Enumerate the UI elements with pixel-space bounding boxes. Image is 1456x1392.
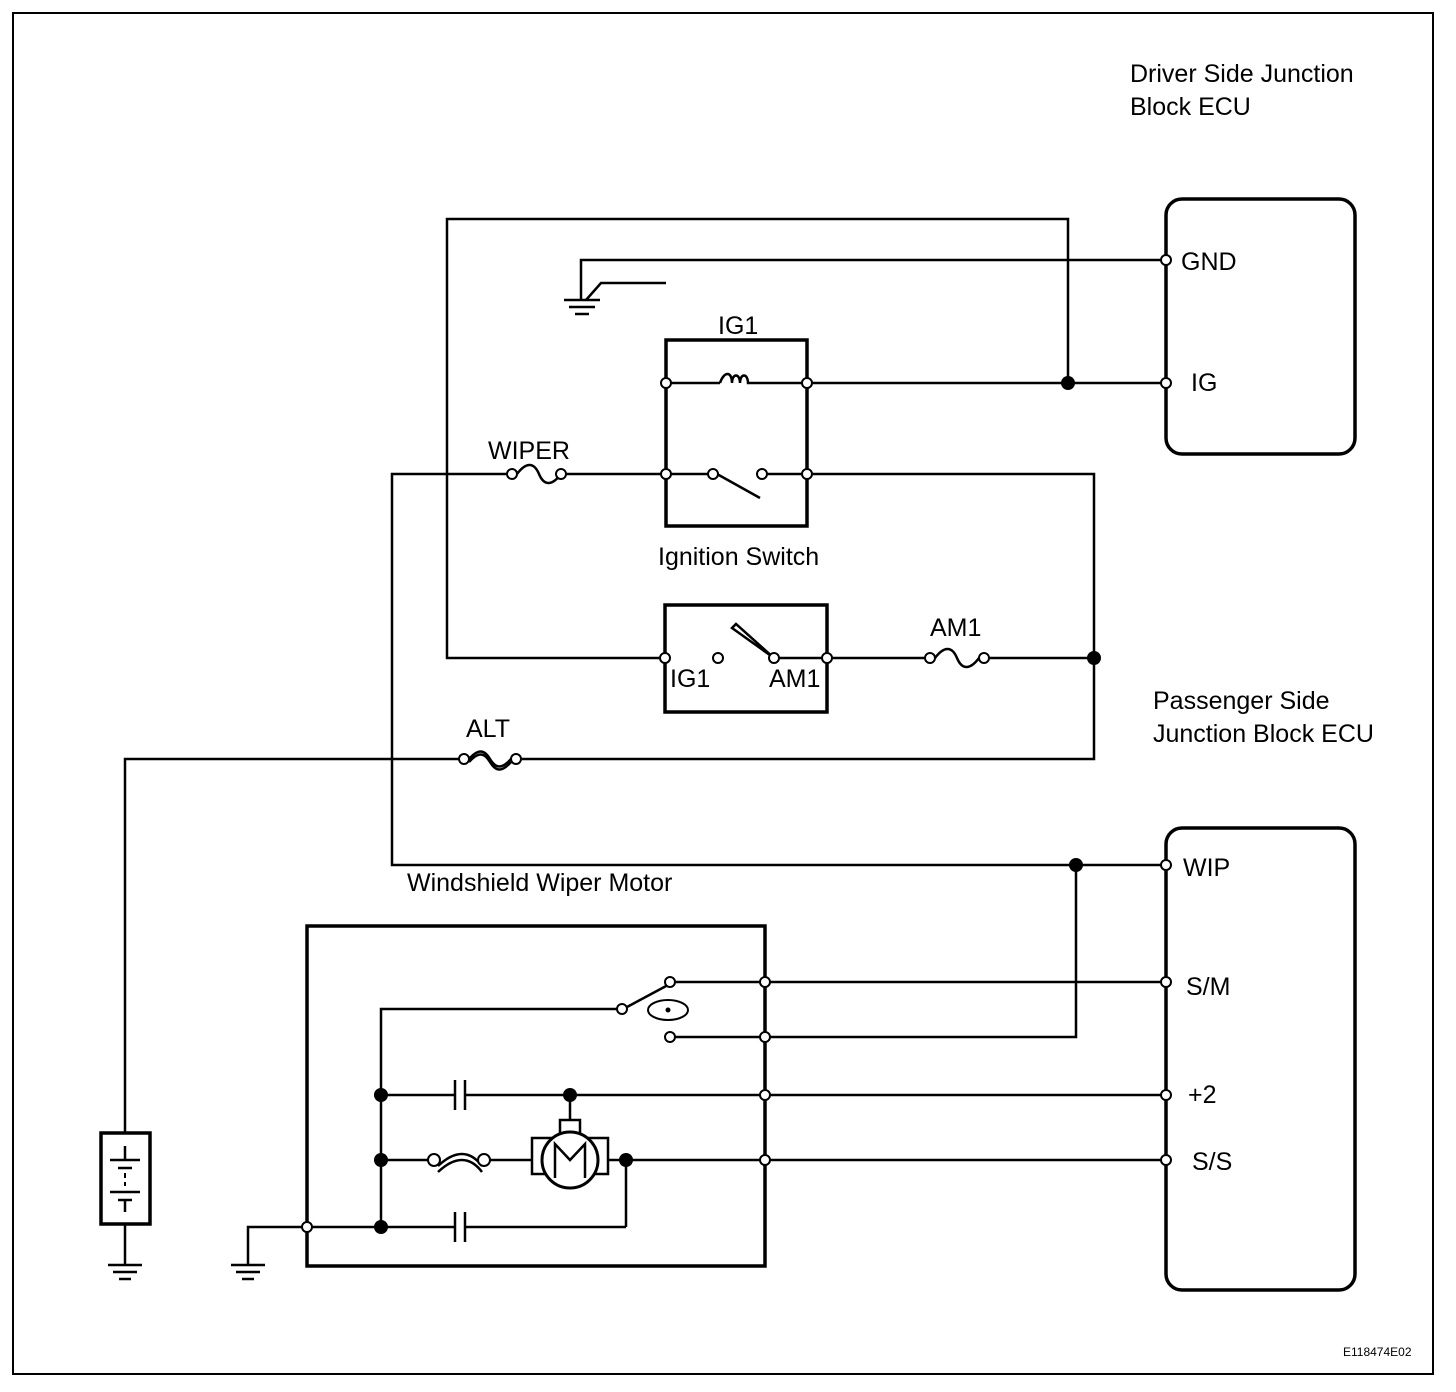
ignition-switch-contact bbox=[716, 472, 761, 500]
motor-internal-wires bbox=[307, 1007, 765, 1229]
driver-ecu-label-line2: Block ECU bbox=[1130, 93, 1251, 121]
battery-symbol bbox=[99, 1131, 152, 1226]
figure-code: E118474E02 bbox=[1343, 1345, 1412, 1359]
ig1-relay-label: IG1 bbox=[718, 312, 758, 340]
diagram-frame bbox=[12, 12, 1434, 1375]
alt-fuse-label: ALT bbox=[466, 715, 510, 743]
am1-fuse-label: AM1 bbox=[930, 614, 981, 642]
ignition-switch-box bbox=[664, 338, 809, 528]
pin-plus2-label: +2 bbox=[1188, 1081, 1217, 1109]
ground-symbol-relay bbox=[564, 298, 600, 316]
wiper-fuse bbox=[516, 463, 562, 485]
wires bbox=[123, 217, 1166, 1265]
relay-coil bbox=[718, 372, 752, 385]
am1-fuse bbox=[934, 647, 980, 669]
switch-ig1-label: IG1 bbox=[670, 665, 710, 693]
wiper-fuse-label: WIPER bbox=[488, 437, 570, 465]
capacitor-lower bbox=[453, 1212, 467, 1242]
driver-ecu-box bbox=[1164, 197, 1357, 456]
ignition-switch-label: Ignition Switch bbox=[658, 543, 819, 571]
pin-gnd-label: GND bbox=[1181, 248, 1237, 276]
pin-wip-label: WIP bbox=[1183, 854, 1230, 882]
motor-symbol bbox=[530, 1118, 610, 1190]
switch-am1-label: AM1 bbox=[769, 665, 820, 693]
passenger-ecu-label-line1: Passenger Side bbox=[1153, 687, 1330, 715]
pin-sm-label: S/M bbox=[1186, 973, 1230, 1001]
wiper-motor-label: Windshield Wiper Motor bbox=[407, 869, 672, 897]
capacitor-upper bbox=[453, 1080, 467, 1110]
am1-switch-blade bbox=[730, 622, 775, 660]
passenger-ecu-box bbox=[1164, 826, 1357, 1292]
driver-ecu-label-line1: Driver Side Junction bbox=[1130, 60, 1354, 88]
ground-symbol-motor bbox=[231, 1263, 265, 1281]
alt-fuse bbox=[468, 750, 512, 768]
passenger-ecu-label-line2: Junction Block ECU bbox=[1153, 720, 1374, 748]
circuit-breaker-symbol bbox=[427, 1152, 491, 1173]
park-switch-symbol bbox=[616, 976, 689, 1043]
ground-symbol-battery bbox=[108, 1263, 142, 1281]
pin-ig-label: IG bbox=[1191, 369, 1217, 397]
pin-ss-label: S/S bbox=[1192, 1148, 1232, 1176]
